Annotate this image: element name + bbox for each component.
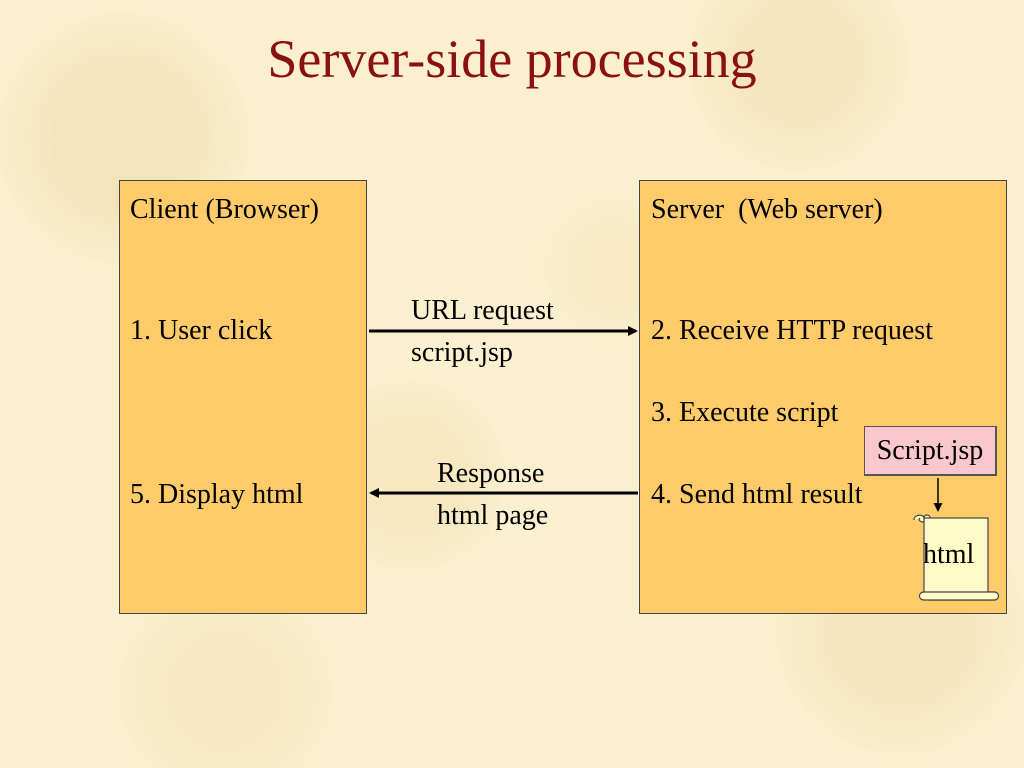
client-heading: Client (Browser) <box>130 194 319 225</box>
request-label-url: URL request <box>411 295 554 326</box>
client-step-display-html: 5. Display html <box>130 479 304 510</box>
script-jsp-note: Script.jsp <box>864 426 997 476</box>
server-step-send-html: 4. Send html result <box>651 479 863 510</box>
response-label-html-page: html page <box>437 500 549 531</box>
server-step-receive-request: 2. Receive HTTP request <box>651 315 933 346</box>
response-label: Response <box>437 458 545 489</box>
html-document-scroll-icon <box>913 514 1000 601</box>
slide-title: Server-side processing <box>267 29 757 89</box>
request-label-script: script.jsp <box>411 337 513 368</box>
html-document-label: html <box>923 539 975 570</box>
server-heading: Server (Web server) <box>651 194 883 225</box>
client-browser-box <box>119 180 367 614</box>
client-step-user-click: 1. User click <box>130 315 273 346</box>
server-step-execute-script: 3. Execute script <box>651 397 839 428</box>
